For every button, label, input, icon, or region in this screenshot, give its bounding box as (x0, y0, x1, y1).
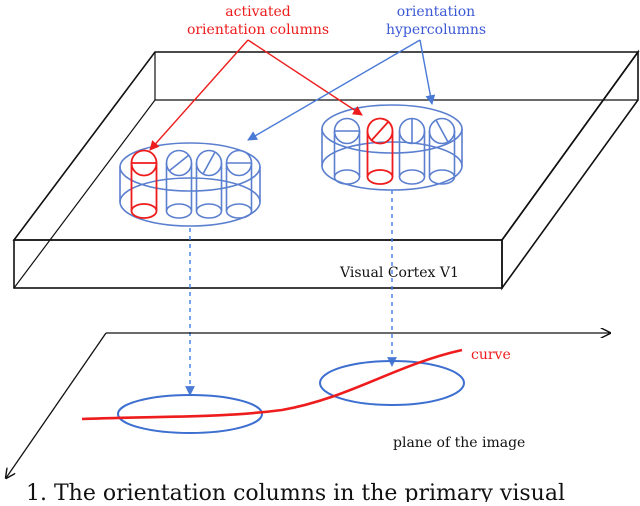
label-curve: curve (471, 347, 511, 363)
plane-axis-y (6, 332, 107, 478)
receptive-field-left (117, 394, 263, 434)
label-hyper-line2: hypercolumns (386, 22, 486, 38)
image-plane (6, 333, 610, 478)
caption: 1. The orientation columns in the primar… (26, 481, 565, 502)
cortex-top-face (12, 51, 640, 241)
hypercolumn-left (119, 142, 261, 227)
label-hyper-line1: orientation (397, 4, 475, 20)
activated-column-right (366, 117, 394, 185)
activated-column-left (130, 149, 158, 219)
label-plane: plane of the image (393, 435, 525, 451)
receptive-field-right (319, 360, 465, 406)
label-activated-line1: activated (225, 4, 290, 20)
arrow-hyper-right (419, 39, 436, 105)
hypercolumn-right (321, 104, 463, 191)
cortex-side-face (501, 49, 639, 291)
arrow-activated-right (247, 39, 363, 116)
curve-line (81, 348, 463, 421)
label-cortex: Visual Cortex V1 (339, 265, 459, 281)
cortex-slab (12, 49, 640, 291)
label-activated-line2: orientation columns (187, 22, 329, 38)
arrow-hyper-left (247, 39, 421, 141)
arrow-activated-left (149, 39, 249, 151)
